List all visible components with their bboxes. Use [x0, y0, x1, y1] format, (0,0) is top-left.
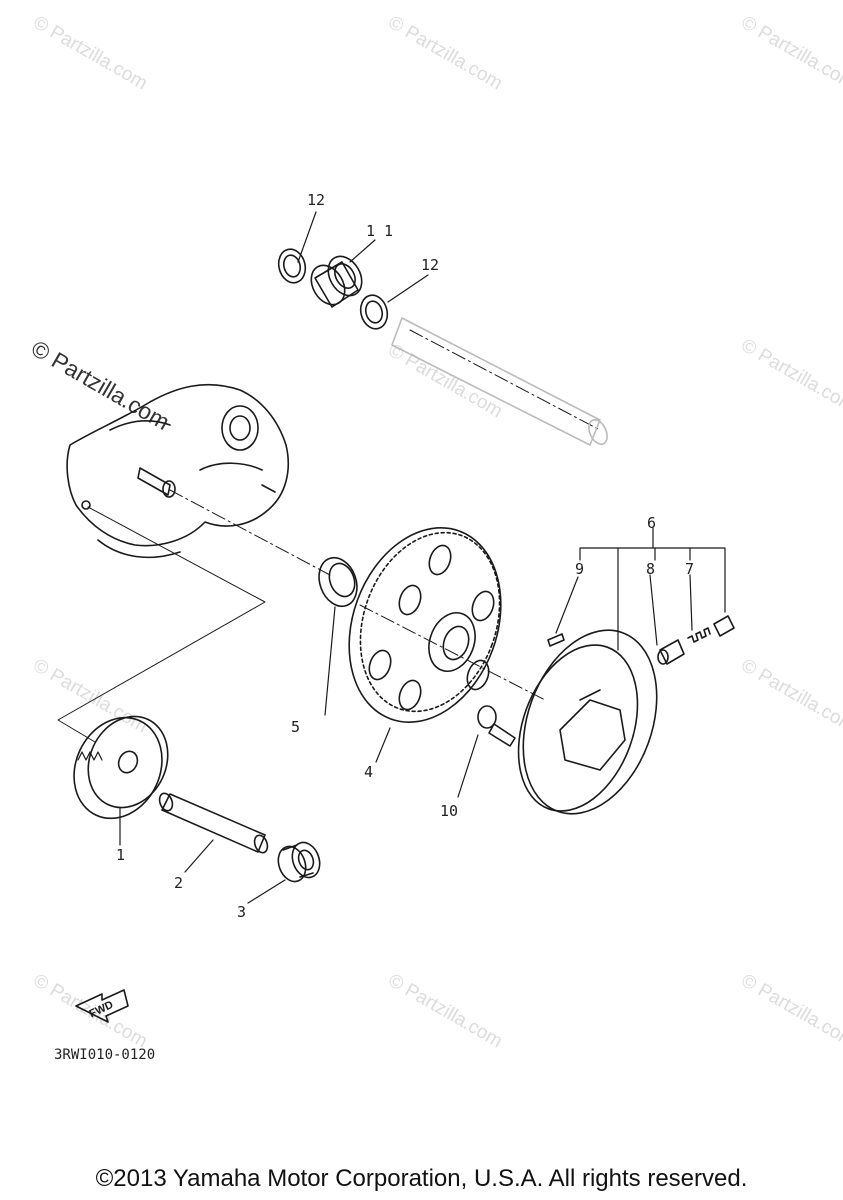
bolt-10 [477, 705, 516, 747]
cap-6 [713, 615, 735, 637]
starter-clutch-6 [517, 629, 658, 815]
collar-11 [310, 255, 363, 308]
callout-12-top: 12 [307, 191, 325, 209]
circlip-12-lower [359, 294, 389, 330]
oil-seal-5 [318, 556, 358, 608]
fwd-label: FWD [87, 999, 115, 1020]
spring-7 [687, 627, 711, 643]
callout-11: 1 1 [366, 222, 393, 240]
fwd-arrow-icon [75, 989, 129, 1023]
idler-gear-1 [73, 715, 169, 820]
starter-wheel-gear-4 [348, 527, 502, 723]
kick-shaft [391, 317, 608, 446]
callout-10: 10 [440, 802, 458, 820]
bushing-3 [277, 841, 321, 883]
callout-7: 7 [685, 560, 694, 578]
drawing-code: 3RWI010-0120 [54, 1047, 156, 1063]
roller-9 [547, 633, 565, 647]
callout-4: 4 [364, 763, 373, 781]
idler-shaft-2 [158, 792, 269, 854]
callout-6: 6 [647, 514, 656, 532]
callout-3: 3 [237, 903, 246, 921]
callout-12-lower: 12 [421, 256, 439, 274]
callout-2: 2 [174, 874, 183, 892]
callout-8: 8 [646, 560, 655, 578]
circlip-12-top [277, 248, 307, 284]
plunger-8 [657, 639, 685, 665]
callout-9: 9 [575, 560, 584, 578]
callout-1: 1 [116, 846, 125, 864]
callout-5: 5 [291, 718, 300, 736]
copyright-notice: ©2013 Yamaha Motor Corporation, U.S.A. A… [95, 1165, 748, 1192]
crankcase-housing [66, 383, 290, 559]
